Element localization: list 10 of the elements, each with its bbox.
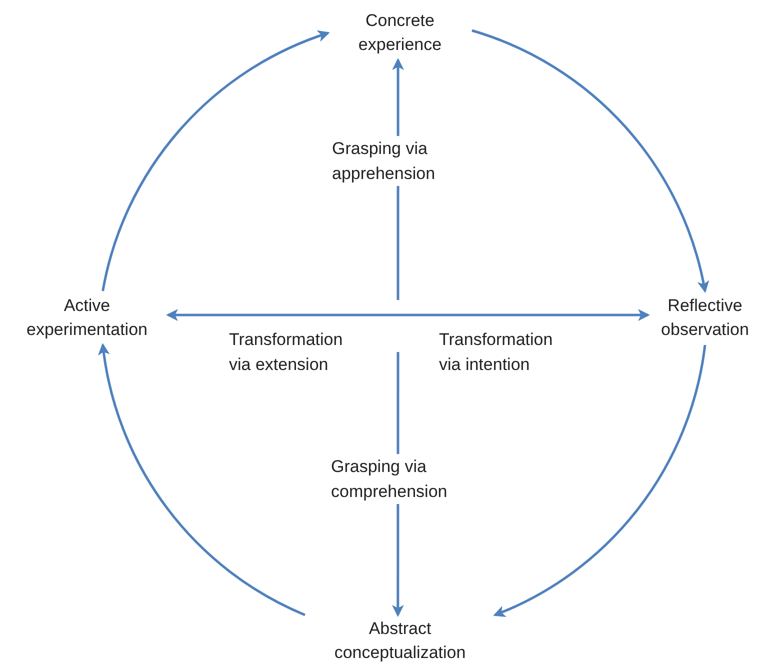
arrow	[398, 309, 650, 321]
arrow	[493, 344, 706, 616]
arrow	[98, 343, 306, 616]
stage-label: Active experimentation	[8, 293, 166, 343]
arrow	[472, 29, 709, 293]
stage-label: Reflective observation	[650, 293, 760, 343]
stage-label: Abstract conceptualization	[305, 617, 495, 665]
stage-label: Concrete experience	[330, 8, 470, 58]
arrow	[166, 309, 398, 321]
arrow	[102, 31, 330, 292]
